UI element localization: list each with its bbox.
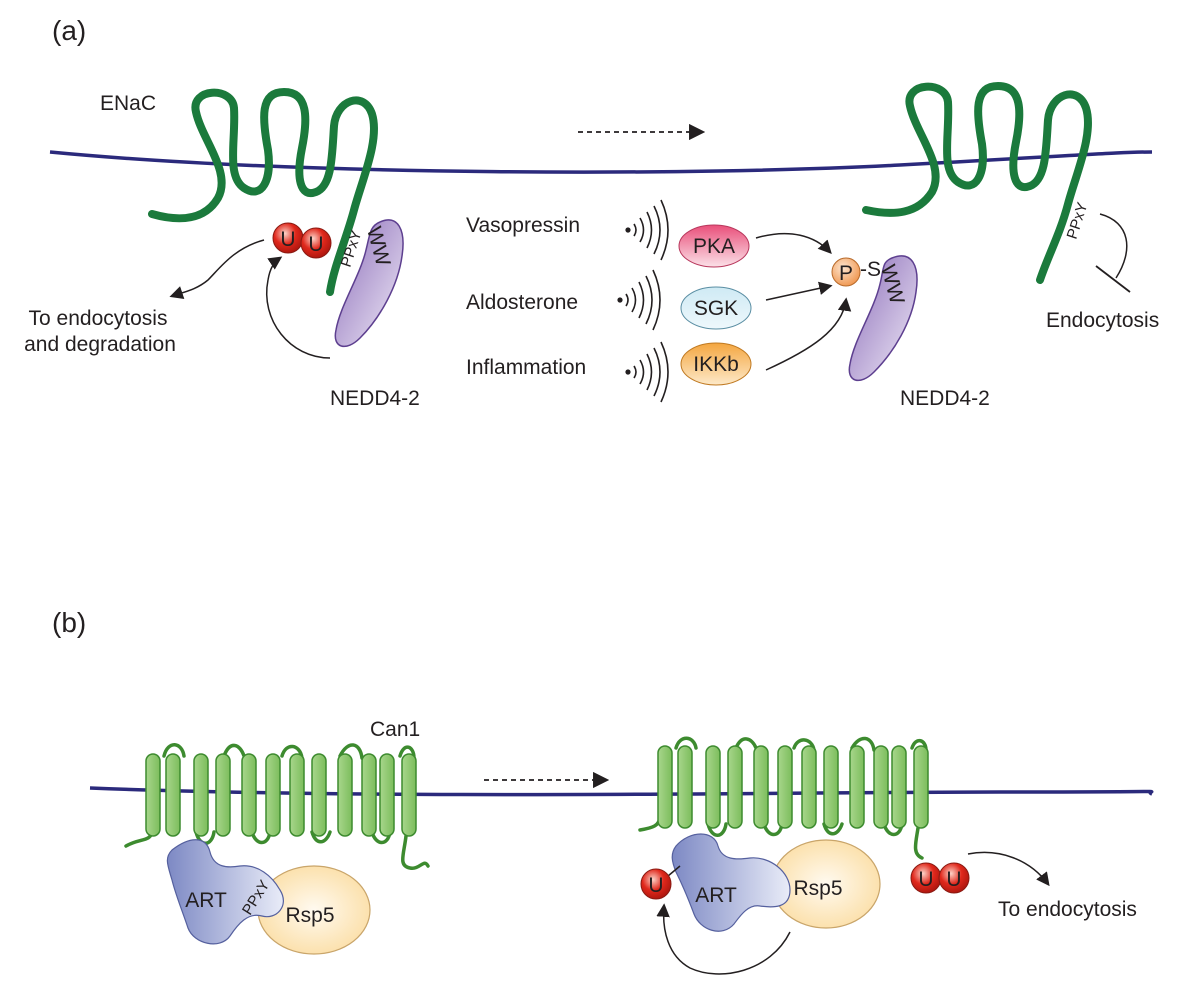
endocytosis-arrow-b (967, 851, 1050, 887)
stimulus-label: Aldosterone (466, 291, 578, 314)
can1-label: Can1 (370, 718, 420, 741)
ubiquitin-art: U (640, 868, 672, 900)
kinase-label: PKA (693, 235, 735, 258)
signal-waves-icon (625, 199, 669, 261)
signal-waves-icon (617, 269, 661, 331)
ubiquitin-chain-can1: U U (910, 862, 970, 894)
nedd4-ww-domain-right (848, 255, 918, 382)
ubiquitination-arrow-b (656, 903, 791, 975)
inhibition-bar (1095, 265, 1131, 293)
kinase-label: IKKb (693, 353, 739, 376)
stimulus-label: Vasopressin (466, 214, 580, 237)
rsp5-label: Rsp5 (285, 904, 334, 927)
ubiquitin-label: U (918, 868, 933, 891)
art-adaptor-right: ART (671, 833, 791, 932)
signal-aldosterone: Aldosterone SGK (466, 269, 752, 331)
signal-vasopressin: Vasopressin PKA (466, 199, 750, 268)
fate-left-line2: and degradation (24, 333, 176, 356)
ubiquitination-arrow-left (266, 256, 331, 359)
endocytosis-label-b: To endocytosis (998, 898, 1137, 921)
phospho-label: P (839, 262, 853, 285)
art-label: ART (185, 889, 227, 912)
ubiquitin-chain-left: U U (272, 222, 332, 259)
ikkb-arrow (765, 297, 852, 371)
phosphorylated-serine: P -S (831, 257, 881, 287)
inhibition-line (1099, 213, 1128, 279)
rsp5-label: Rsp5 (793, 877, 842, 900)
panel-b-label: (b) (52, 607, 86, 638)
nedd4-label-left: NEDD4-2 (330, 387, 420, 410)
ubiquitin-label: U (280, 228, 295, 251)
serine-label: -S (860, 258, 881, 281)
ub-linker (667, 865, 681, 877)
nedd4-ww-domain-left (334, 219, 404, 348)
art-label: ART (695, 884, 737, 907)
enac-channel-left (148, 88, 378, 296)
can1-transporter-left (124, 743, 430, 870)
kinase-label: SGK (694, 297, 738, 320)
enac-label: ENaC (100, 92, 156, 115)
signal-waves-icon (625, 341, 669, 403)
endocytosis-label: Endocytosis (1046, 309, 1159, 332)
sgk-arrow (765, 281, 833, 301)
enac-channel-right (862, 82, 1092, 284)
panel-a-label: (a) (52, 15, 86, 46)
nedd4-label-right: NEDD4-2 (900, 387, 990, 410)
signal-inflammation: Inflammation IKKb (466, 341, 752, 403)
endocytosis-arrow-left (169, 239, 265, 299)
art-adaptor-left: ART PPxY (166, 839, 284, 945)
ubiquitin-label: U (648, 874, 663, 897)
can1-transporter-right (638, 736, 929, 860)
ubiquitin-label: U (946, 868, 961, 891)
fate-left-line1: To endocytosis (29, 307, 168, 330)
ubiquitin-label: U (308, 233, 323, 256)
pka-arrow (755, 232, 832, 254)
stimulus-label: Inflammation (466, 356, 586, 379)
plasma-membrane-a (49, 150, 1153, 174)
